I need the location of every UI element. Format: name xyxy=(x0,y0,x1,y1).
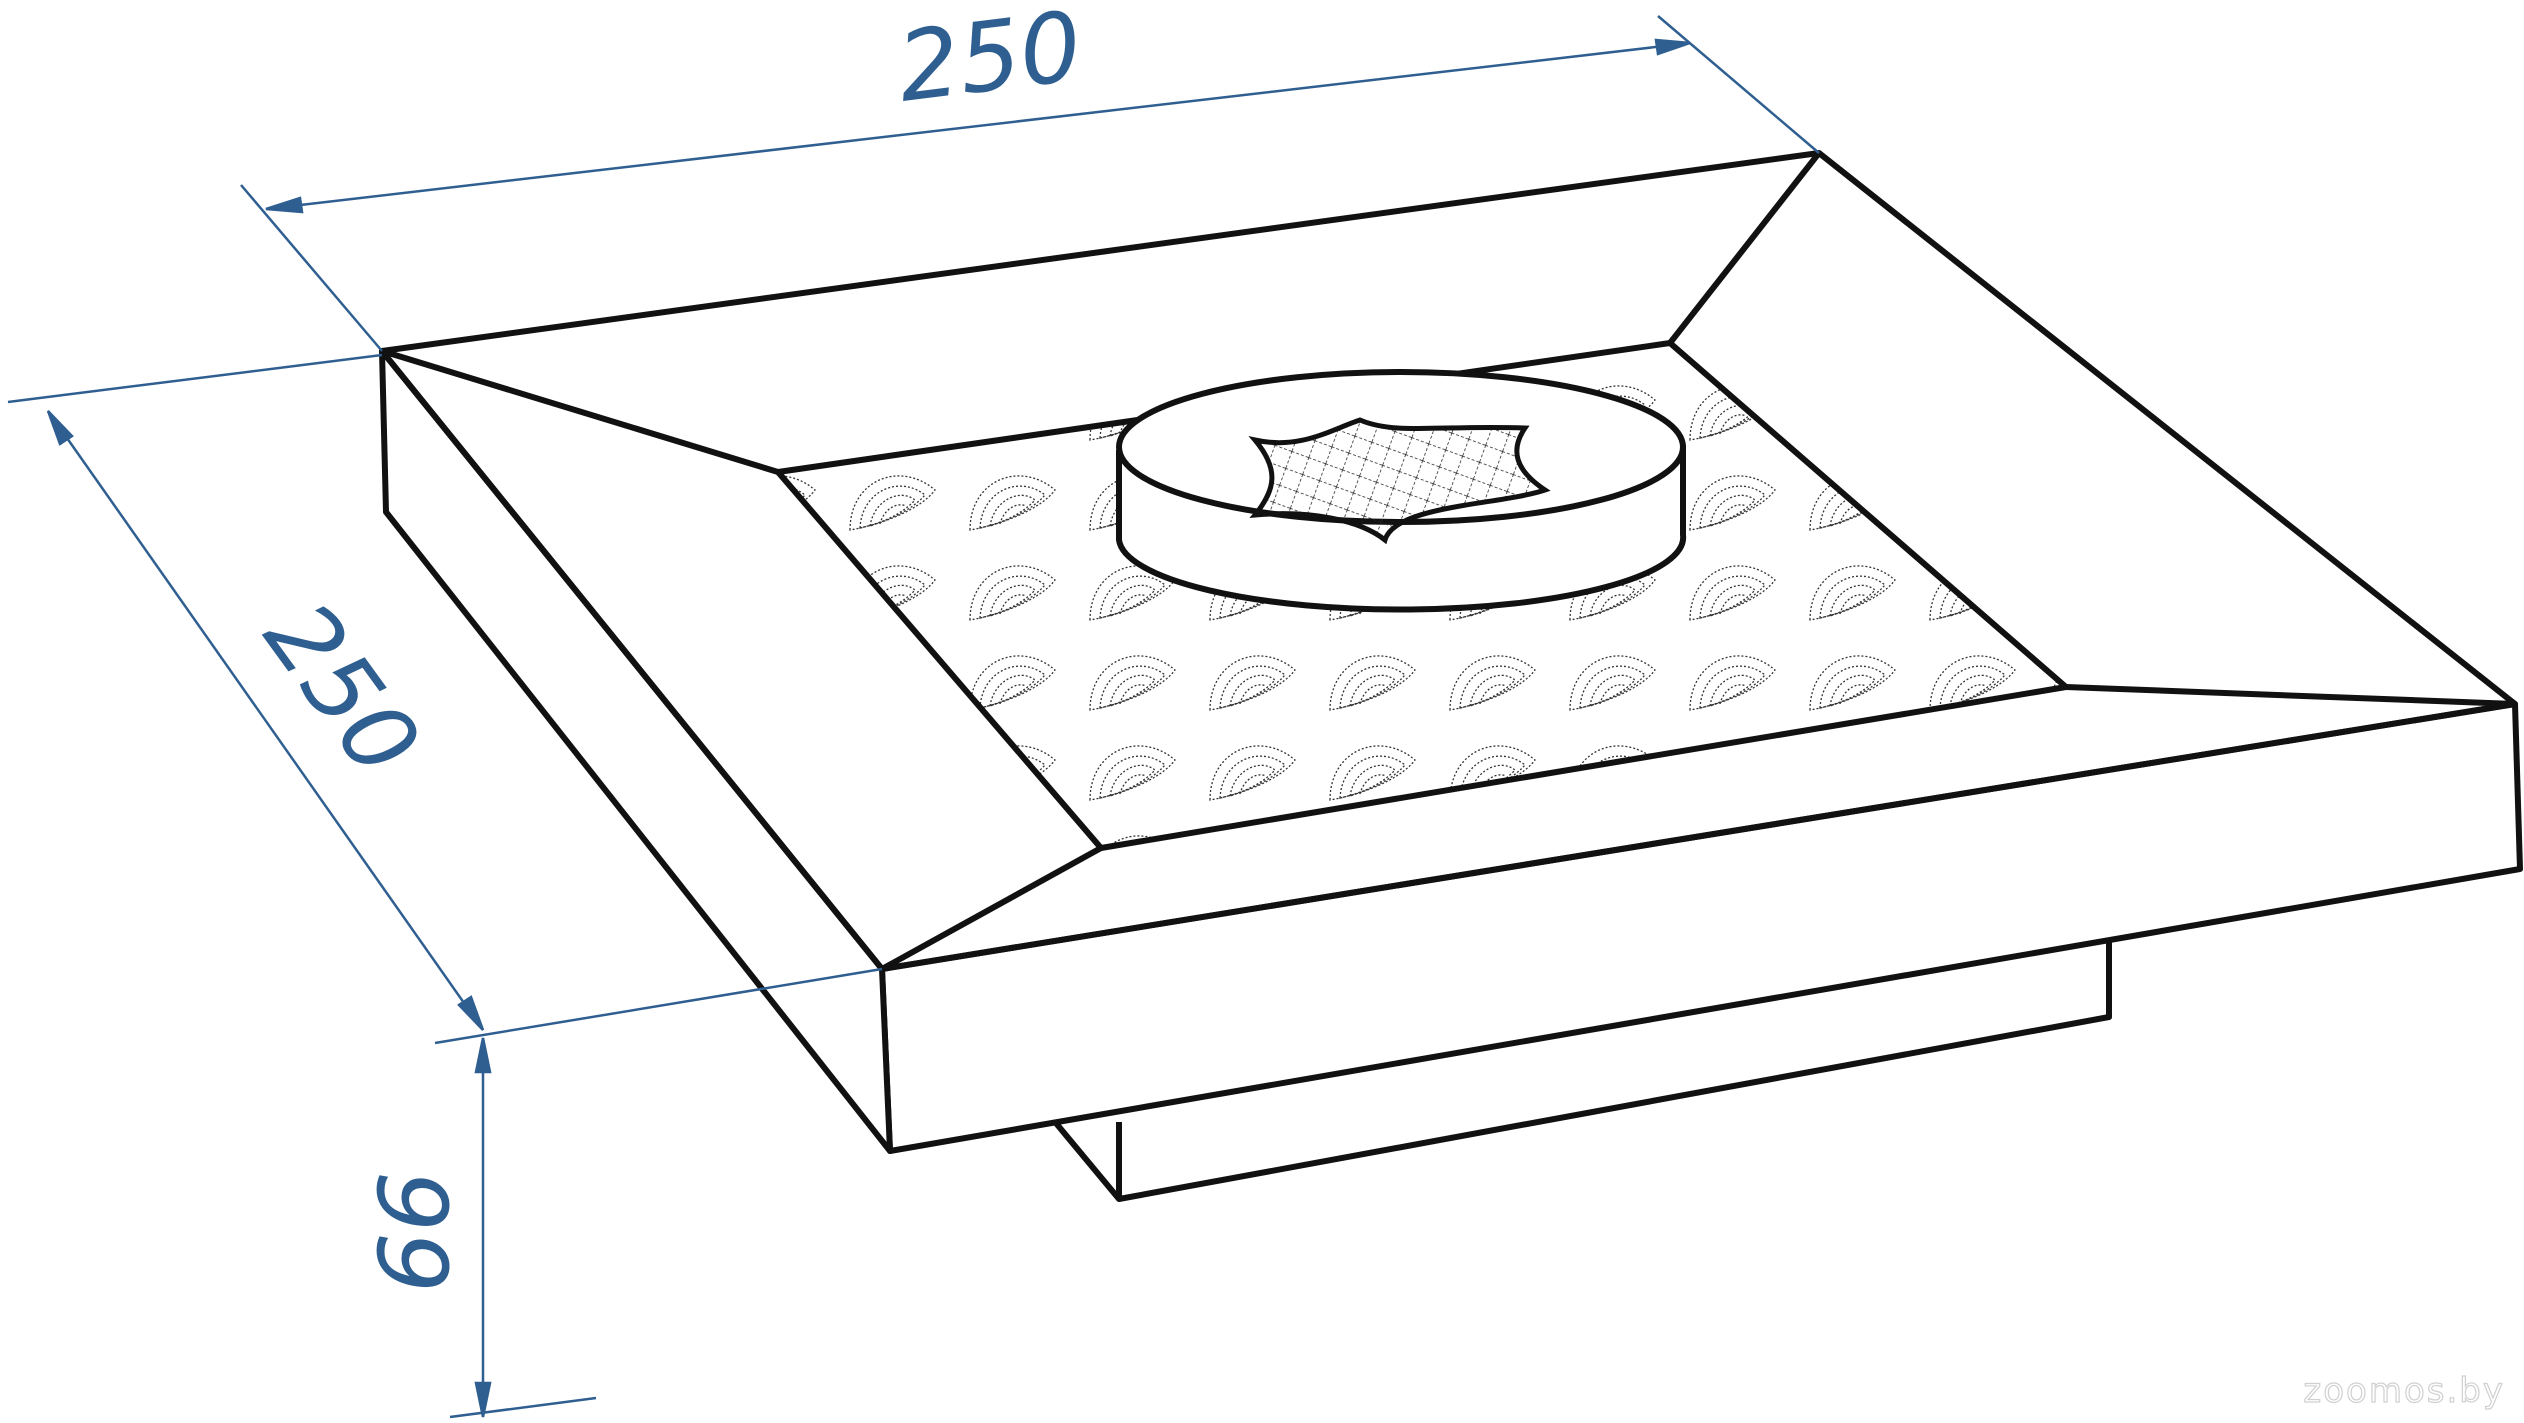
depth-dimension-label: 250 xyxy=(243,582,441,796)
width-dimension-label: 250 xyxy=(892,0,1088,124)
arrow-head xyxy=(265,196,304,214)
arrow-head xyxy=(474,1381,492,1418)
height-dimension-label: 66 xyxy=(359,1171,471,1293)
arrow-head xyxy=(1654,38,1691,56)
arrow-head xyxy=(474,1037,492,1074)
arrow-head xyxy=(457,995,485,1031)
watermark: zoomos.by xyxy=(2303,1371,2505,1411)
base-block xyxy=(1052,931,2112,1202)
arrow-head xyxy=(46,410,74,446)
star-emblem xyxy=(1248,417,1551,545)
dimension-lines xyxy=(7,15,1820,1419)
tray-outline xyxy=(379,150,2523,1202)
